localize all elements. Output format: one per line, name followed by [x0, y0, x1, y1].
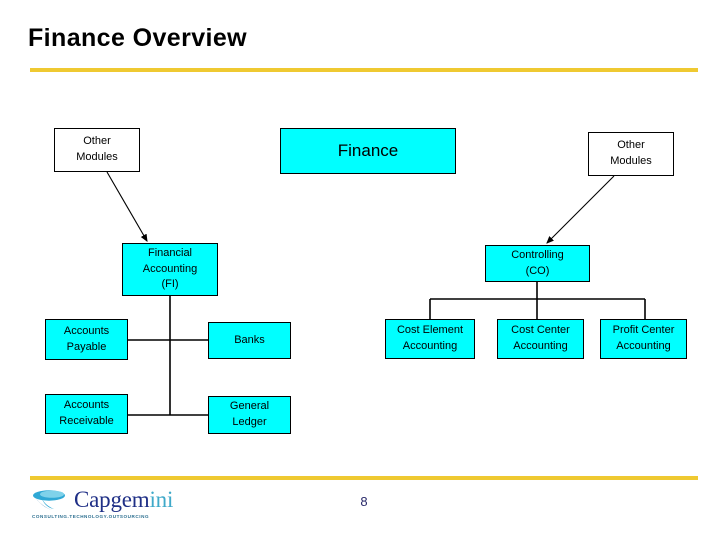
capgemini-wordmark: Capgemini [74, 488, 173, 511]
node-accounts-receivable[interactable]: Accounts Receivable [45, 394, 128, 434]
node-cost-center-accounting-line1: Cost Center [511, 324, 570, 337]
node-other-modules-right-line2: Modules [610, 155, 652, 167]
node-profit-center-accounting[interactable]: Profit Center Accounting [600, 319, 687, 359]
node-general-ledger-line2: Ledger [232, 416, 267, 428]
capgemini-wordmark-tail: ini [149, 487, 174, 512]
node-other-modules-left-line1: Other [83, 135, 111, 148]
node-profit-center-accounting-line1: Profit Center [612, 324, 675, 337]
node-accounts-receivable-line1: Accounts [63, 399, 110, 412]
node-financial-accounting-line2: Accounting [142, 262, 198, 275]
footer-divider [30, 476, 698, 480]
node-other-modules-right-line1: Other [617, 139, 645, 152]
node-general-ledger[interactable]: General Ledger [208, 396, 291, 434]
capgemini-logo: Capgemini CONSULTING.TECHNOLOGY.OUTSOURC… [30, 488, 180, 526]
node-cost-center-accounting-line2: Accounting [513, 340, 568, 352]
node-cost-element-accounting-line1: Cost Element [396, 324, 464, 337]
capgemini-swoosh-icon [33, 490, 65, 510]
node-controlling-line1: Controlling [511, 248, 564, 261]
node-finance[interactable]: Finance [280, 128, 456, 174]
page-title: Finance Overview [28, 24, 247, 52]
node-financial-accounting-line3: (FI) [161, 278, 179, 291]
node-accounts-payable-line2: Payable [66, 340, 107, 353]
node-profit-center-accounting-line2: Accounting [616, 340, 671, 352]
capgemini-tagline: CONSULTING.TECHNOLOGY.OUTSOURCING [32, 514, 150, 519]
node-finance-label: Finance [337, 140, 399, 160]
page-number: 8 [360, 494, 368, 509]
node-accounts-payable[interactable]: Accounts Payable [45, 319, 128, 360]
node-other-modules-right[interactable]: Other Modules [588, 132, 674, 176]
node-banks-label: Banks [234, 333, 265, 346]
node-cost-center-accounting[interactable]: Cost Center Accounting [497, 319, 584, 359]
node-general-ledger-line1: General [229, 400, 270, 413]
node-cost-element-accounting[interactable]: Cost Element Accounting [385, 319, 475, 359]
node-accounts-receivable-line2: Receivable [59, 415, 114, 427]
header-divider [30, 68, 698, 72]
capgemini-wordmark-main: Capgem [74, 487, 150, 512]
node-other-modules-left-line2: Modules [76, 151, 118, 163]
node-accounts-payable-line1: Accounts [63, 324, 110, 337]
node-cost-element-accounting-line2: Accounting [402, 340, 458, 352]
node-controlling[interactable]: Controlling (CO) [485, 245, 590, 282]
node-banks[interactable]: Banks [208, 322, 291, 359]
node-financial-accounting[interactable]: Financial Accounting (FI) [122, 243, 218, 296]
node-controlling-line2: (CO) [525, 264, 550, 277]
node-financial-accounting-line1: Financial [147, 246, 193, 259]
node-other-modules-left[interactable]: Other Modules [54, 128, 140, 172]
